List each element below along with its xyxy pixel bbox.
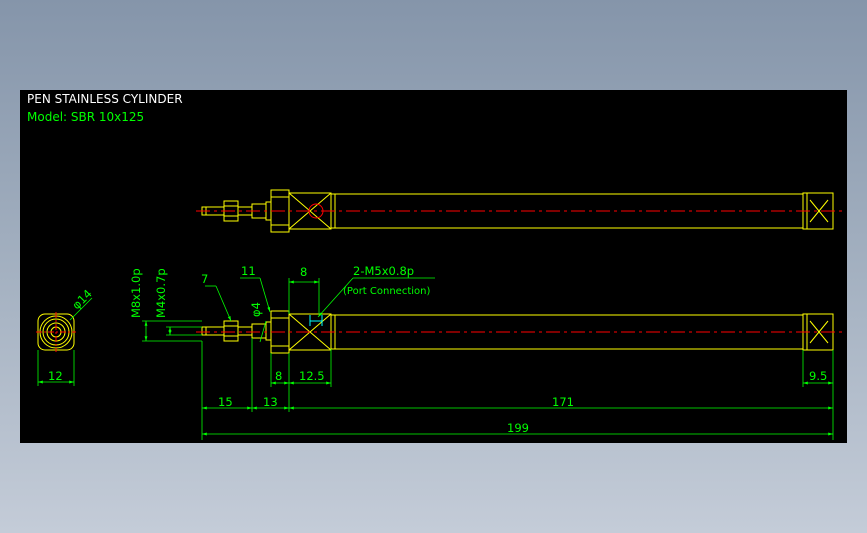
dim-m4: M4x0.7p [154,268,168,318]
dim-15: 15 [218,395,233,409]
dim-7: 7 [201,272,208,286]
end-view [36,312,76,352]
dim-phi4: φ4 [249,302,263,317]
dim-port: 2-M5x0.8p [353,264,414,278]
dim-11: 11 [241,264,256,278]
model-label: Model: SBR 10x125 [27,110,144,124]
dim-8-top: 8 [300,265,307,279]
dim-12-5: 12.5 [299,369,325,383]
drawing-title: PEN STAINLESS CYLINDER [27,92,183,106]
dim-199: 199 [507,421,529,435]
dim-8-bottom: 8 [275,369,282,383]
dim-12: 12 [48,369,63,383]
dimension-lines [37,277,834,440]
dim-9-5: 9.5 [809,369,827,383]
port-marker-bottom [309,315,323,326]
dim-phi14: φ14 [69,286,95,312]
dim-13: 13 [263,395,278,409]
dim-171: 171 [552,395,574,409]
dim-port-note: (Port Connection) [343,286,430,297]
drawing-canvas: PEN STAINLESS CYLINDER Model: SBR 10x125 [20,90,847,443]
dim-m8: M8x1.0p [129,268,143,318]
cad-drawing: PEN STAINLESS CYLINDER Model: SBR 10x125 [27,92,842,440]
